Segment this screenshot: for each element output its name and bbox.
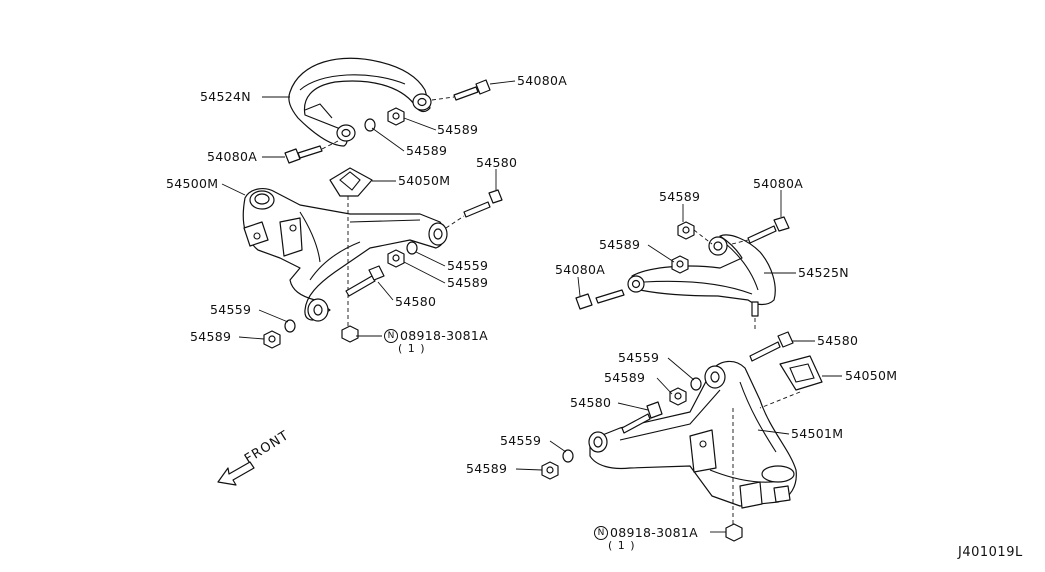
- bolt-upper-left-top: [431, 79, 491, 101]
- bolt-lower-right-top: [749, 331, 794, 362]
- label-bolt-ll-1: 54580: [476, 155, 518, 170]
- nut-std-right: [725, 523, 743, 542]
- label-lower-arm-left: 54500M: [166, 176, 219, 191]
- nut-lower-right-1: [669, 377, 702, 406]
- bolt-upper-right-top: [731, 216, 790, 245]
- label-upper-arm-right: 54525N: [798, 265, 849, 280]
- bolt-lower-left-bottom: [345, 265, 385, 297]
- label-nut-lr-2: 54589: [466, 461, 508, 476]
- label-nut-ll-2: 54589: [190, 329, 232, 344]
- lower-arm-right: [588, 360, 797, 528]
- label-washer-ll-1: 54559: [447, 258, 489, 273]
- label-nut-ll-1: 54589: [447, 275, 489, 290]
- label-bolt-upper-right-top: 54080A: [753, 176, 804, 191]
- nut-upper-left: [364, 107, 405, 132]
- label-nut-ul-2: 54589: [406, 143, 448, 158]
- label-washer-lr-2: 54559: [500, 433, 542, 448]
- leader-lines: [221, 80, 842, 533]
- label-bolt-lr-1: 54580: [817, 333, 859, 348]
- label-nut-ur-2: 54589: [599, 237, 641, 252]
- n-symbol-right: N: [594, 526, 608, 540]
- label-nut-ul-1: 54589: [437, 122, 479, 137]
- bumper-left: [329, 167, 373, 330]
- label-upper-arm-left: 54524N: [200, 89, 251, 104]
- nut-lower-left-2: [263, 319, 296, 349]
- n-symbol-left: N: [384, 329, 398, 343]
- label-bolt-upper-left-top: 54080A: [517, 73, 568, 88]
- label-washer-ll-2: 54559: [210, 302, 252, 317]
- bolt-upper-left-bottom: [284, 140, 339, 164]
- label-nut-lr-1: 54589: [604, 370, 646, 385]
- label-bolt-ll-2: 54580: [395, 294, 437, 309]
- label-bumper-left: 54050M: [398, 173, 451, 188]
- label-bolt-upper-right-left: 54080A: [555, 262, 606, 277]
- label-washer-lr-1: 54559: [618, 350, 660, 365]
- label-nut-std-left: 08918-3081A: [400, 328, 488, 343]
- nut-upper-right: [671, 221, 713, 274]
- bumper-right: [759, 355, 823, 409]
- label-bolt-upper-left-bottom: 54080A: [207, 149, 258, 164]
- upper-arm-right: [627, 234, 776, 330]
- front-arrow: [217, 461, 255, 486]
- label-nut-std-left-qty: ( 1 ): [398, 342, 426, 355]
- upper-arm-left: [288, 57, 432, 147]
- figure-code: J401019L: [958, 545, 1023, 560]
- label-lower-arm-right: 54501M: [791, 426, 844, 441]
- nut-lower-left-1: [387, 241, 418, 268]
- label-bolt-lr-2: 54580: [570, 395, 612, 410]
- nut-lower-right-2: [541, 449, 574, 480]
- label-nut-std-right: 08918-3081A: [610, 525, 698, 540]
- label-nut-ur-1: 54589: [659, 189, 701, 204]
- nut-std-left: [341, 325, 359, 343]
- label-bumper-right: 54050M: [845, 368, 898, 383]
- lower-arm-left: [242, 188, 448, 322]
- label-nut-std-right-qty: ( 1 ): [608, 539, 636, 552]
- bolt-upper-right-left: [575, 289, 625, 310]
- bolt-lower-right-bottom: [621, 401, 663, 434]
- bolt-lower-left-top: [445, 189, 503, 229]
